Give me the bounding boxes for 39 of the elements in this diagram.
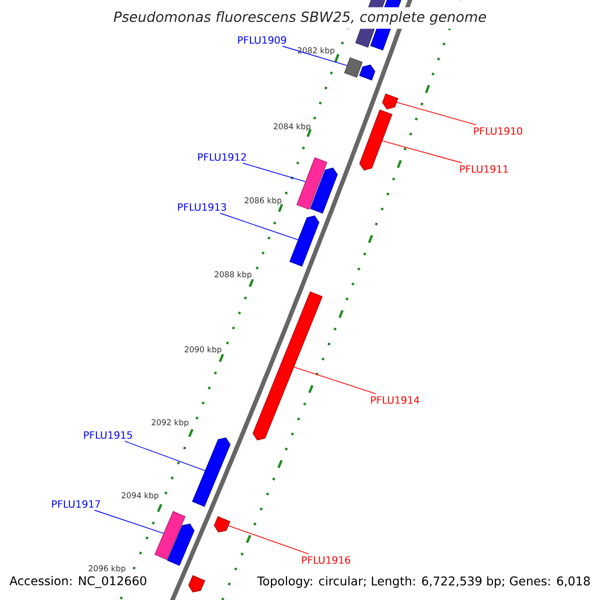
gene-block xyxy=(252,291,323,440)
gene-label: PFLU1917 xyxy=(52,500,100,508)
leader-line xyxy=(382,140,462,164)
gene-block xyxy=(359,109,392,170)
leader-line xyxy=(228,525,309,554)
tick-label: 2086 kbp xyxy=(244,197,282,205)
gene-block xyxy=(296,157,328,210)
tick-label: 2090 kbp xyxy=(184,346,222,354)
accession-text: Accession: NC_012660 xyxy=(8,575,148,589)
gene-block xyxy=(289,216,320,267)
gene-block xyxy=(344,57,363,78)
gene-label: PFLU1913 xyxy=(178,203,226,211)
tick-label: 2082 kbp xyxy=(298,47,334,55)
gene-label: PFLU1916 xyxy=(302,556,350,564)
gene-block xyxy=(359,64,376,80)
gene-label: PFLU1909 xyxy=(238,36,286,44)
tick-label: 2094 kbp xyxy=(122,492,158,500)
leader-line xyxy=(242,162,306,182)
leader-line xyxy=(294,366,376,394)
summary-text: Topology: circular; Length: 6,722,539 bp; Genes: 6,018 xyxy=(256,575,592,589)
tick-label: 2088 kbp xyxy=(214,271,252,279)
gene-block xyxy=(214,516,230,532)
gene-label: PFLU1910 xyxy=(474,127,522,135)
gene-label: PFLU1911 xyxy=(460,165,508,173)
tick-label: 2084 kbp xyxy=(274,123,310,131)
leader-line xyxy=(282,46,348,66)
tick-label: 2096 kbp xyxy=(88,565,126,573)
gene-block xyxy=(310,168,338,214)
gene-label: PFLU1912 xyxy=(198,153,246,161)
leader-line xyxy=(396,102,477,126)
gene-block xyxy=(188,575,206,592)
tick-label: 2092 kbp xyxy=(152,419,188,427)
title: Pseudomonas fluorescens SBW25, complete genome xyxy=(109,7,491,29)
leader-line xyxy=(124,440,206,472)
gene-label: PFLU1915 xyxy=(84,431,132,439)
gene-block xyxy=(382,94,398,110)
leader-line xyxy=(220,212,298,240)
leader-line xyxy=(94,510,164,534)
gene-label: PFLU1914 xyxy=(371,396,420,404)
